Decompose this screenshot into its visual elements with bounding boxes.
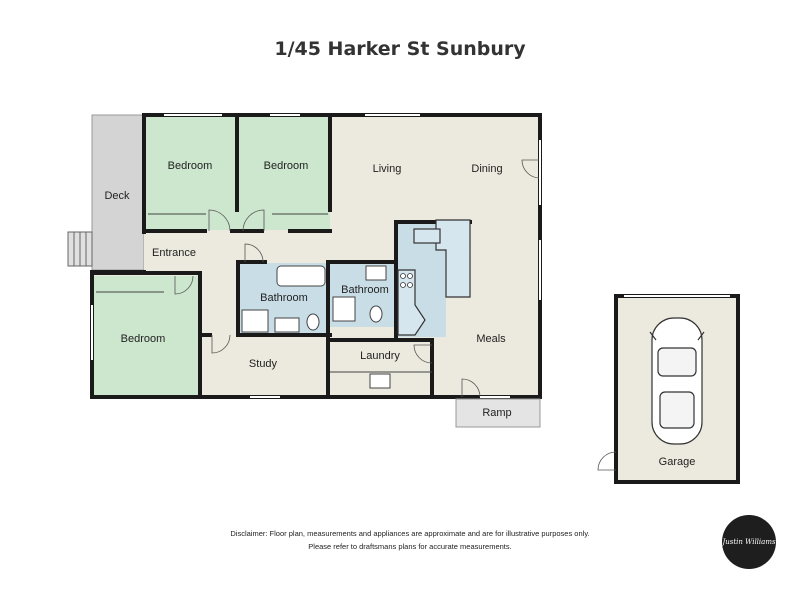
disclaimer-line-1: Disclaimer: Floor plan, measurements and… (230, 529, 590, 538)
car-icon (649, 317, 705, 445)
disclaimer-line-2: Please refer to draftsmans plans for acc… (308, 542, 512, 551)
logo-text: Justin Williams (722, 538, 776, 546)
bathroom-fixtures (241, 265, 387, 333)
label-dining: Dining (471, 163, 502, 175)
door-swings (174, 159, 541, 398)
kitchen-bench (397, 219, 471, 336)
label-bedroom-2: Bedroom (264, 160, 309, 172)
label-living: Living (373, 163, 402, 175)
bedroom-3-floor (94, 276, 200, 395)
walls (90, 113, 542, 399)
bedroom-1-floor (144, 117, 237, 230)
label-deck: Deck (104, 190, 130, 202)
ramp-area (455, 398, 541, 428)
label-study: Study (249, 358, 278, 370)
label-bathroom-2: Bathroom (341, 284, 389, 296)
label-meals: Meals (476, 333, 506, 345)
cooktop (400, 273, 413, 288)
plan-title: 1/45 Harker St Sunbury (274, 38, 526, 60)
label-bedroom-3: Bedroom (121, 333, 166, 345)
label-garage: Garage (659, 456, 696, 468)
label-laundry: Laundry (360, 350, 400, 362)
bedroom-2-floor (237, 117, 330, 230)
label-ramp: Ramp (482, 407, 511, 419)
disclaimer: Disclaimer: Floor plan, measurements and… (180, 527, 640, 553)
label-entrance: Entrance (152, 247, 196, 259)
label-bathroom-1: Bathroom (260, 292, 308, 304)
windows (91, 114, 541, 398)
deck-steps (67, 231, 93, 267)
label-bedroom-1: Bedroom (168, 160, 213, 172)
laundry-bench (330, 371, 432, 389)
agency-logo: Justin Williams (722, 515, 776, 569)
wardrobes (96, 213, 328, 293)
